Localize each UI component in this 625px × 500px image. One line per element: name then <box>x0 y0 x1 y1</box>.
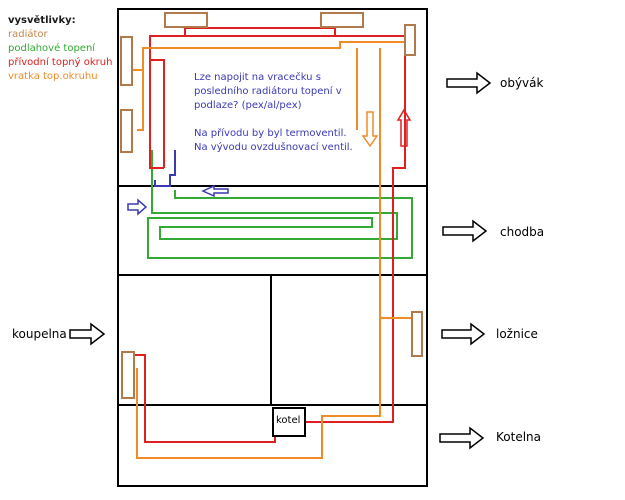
supply-to-bathroom <box>135 354 276 443</box>
radiator-left-upper <box>120 36 133 86</box>
proposed-connection <box>154 150 176 187</box>
legend-item-supply: přívodní topný okruh <box>8 57 113 68</box>
supply-branch-top <box>184 27 336 36</box>
radiator-top-left <box>164 12 208 28</box>
arrow-supply-up <box>396 108 412 147</box>
arrow-loznice <box>441 322 486 346</box>
arrow-obyvak <box>446 71 492 95</box>
note-line-3: podlaze? (pex/al/pex) <box>194 100 302 111</box>
legend-title: vysvětlivky: <box>8 15 76 26</box>
radiator-koupelna <box>121 351 135 399</box>
radiators <box>120 12 423 399</box>
legend-item-floor-heating: podlahové topení <box>8 43 96 54</box>
return-line <box>132 41 412 71</box>
room-arrows <box>69 71 492 450</box>
supply-branch-left <box>149 60 164 169</box>
radiator-loznice <box>411 311 423 357</box>
note-line-2: posledního radiátoru topení v <box>194 86 342 97</box>
legend-item-radiator: radiátor <box>8 29 48 40</box>
room-label-koupelna: koupelna <box>12 327 67 341</box>
arrow-kotelna <box>439 426 485 450</box>
building-walls <box>117 8 428 487</box>
legend-item-return: vratka top.okruhu <box>8 71 98 82</box>
flow-arrows <box>127 108 412 216</box>
return-riser <box>379 48 412 319</box>
radiator-left-lower <box>120 109 133 153</box>
arrow-return-down <box>361 111 379 148</box>
radiator-right-top <box>404 24 416 56</box>
radiator-top-right <box>320 12 364 28</box>
return-main <box>137 48 144 131</box>
arrow-blue-left <box>201 184 229 198</box>
note-line-5: Na přívodu by byl termoventil. <box>194 128 347 139</box>
kotel-label: kotel <box>276 415 301 426</box>
note-line-1: Lze napojit na vracečku s <box>194 72 321 83</box>
arrow-koupelna <box>69 322 106 346</box>
arrow-blue-right <box>127 198 148 216</box>
arrow-chodba <box>442 219 488 243</box>
legend: vysvětlivky: radiátor podlahové topení p… <box>8 14 112 84</box>
question-note: Lze napojit na vracečku s posledního rad… <box>194 71 353 155</box>
room-label-obyvak: obývák <box>500 76 544 90</box>
building-outline <box>117 8 428 487</box>
return-to-kotel <box>136 318 381 459</box>
room-label-kotelna: Kotelna <box>496 430 541 444</box>
note-line-4 <box>194 113 353 127</box>
room-label-chodba: chodba <box>500 225 545 239</box>
note-line-6: Na vývodu ovzdušnovací ventil. <box>194 142 353 153</box>
kotel-box <box>272 407 306 437</box>
floor-heating-loop <box>147 150 413 259</box>
room-label-loznice: ložnice <box>496 327 538 341</box>
